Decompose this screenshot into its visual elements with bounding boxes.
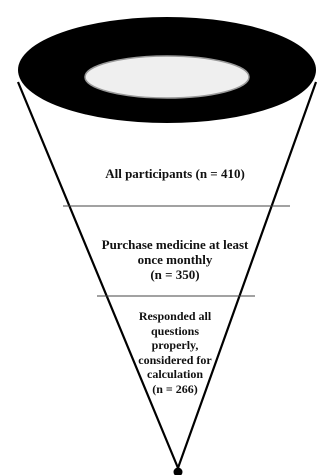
stage-2-line-2: once monthly <box>137 252 213 267</box>
stage-1-line-1: All participants (n = 410) <box>105 166 245 181</box>
stage-label-all-participants: All participants (n = 410) <box>60 166 290 181</box>
stage-3-line-3: properly, <box>151 338 199 352</box>
stage-2-line-1: Purchase medicine at least <box>101 237 249 252</box>
funnel-tip <box>173 467 183 475</box>
stage-3-line-6: (n = 266) <box>152 381 198 396</box>
stage-label-monthly-purchasers: Purchase medicine at least once monthly … <box>80 237 270 282</box>
stage-3-line-5: calculation <box>147 367 203 381</box>
stage-3-line-1: Responded all <box>138 309 212 323</box>
stage-3-line-2: questions <box>150 323 200 338</box>
stage-2-line-3: (n = 350) <box>150 267 200 282</box>
stage-label-valid-respondents: Responded all questions properly, consid… <box>110 309 240 396</box>
funnel-opening <box>84 55 250 99</box>
stage-3-line-4: considered for <box>138 352 212 367</box>
